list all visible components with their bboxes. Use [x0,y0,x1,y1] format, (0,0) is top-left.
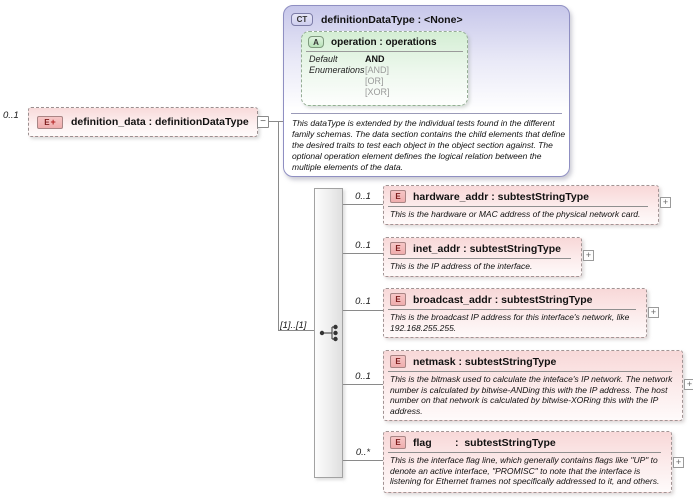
element-description: This is the broadcast IP address for thi… [390,312,630,333]
connector-line [343,310,383,311]
element-title: flag : subtestStringType [413,436,556,449]
connector-line [343,384,383,385]
expand-button-flag[interactable]: + [673,457,684,468]
element-box-flag[interactable]: E flag : subtestStringType This is the i… [383,431,672,493]
divider [388,309,636,310]
enumeration-value: [OR] [365,76,384,86]
sequence-icon [319,324,338,342]
enumeration-value: [AND] [365,65,390,75]
element-description: This is the interface flag line, which g… [390,455,660,486]
complex-type-title: definitionDataType : <None> [321,13,463,26]
element-title: netmask : subtestStringType [413,355,557,368]
connector-line [278,122,279,330]
expand-button-netmask[interactable]: + [684,379,693,390]
divider [306,51,463,52]
element-icon: E [390,293,406,306]
complex-type-description: This dataType is extended by the individ… [292,118,566,172]
divider [388,206,648,207]
connector-line [343,204,383,205]
element-icon: E+ [37,115,63,129]
element-title: definition_data : definitionDataType [71,116,249,128]
attribute-default-value: AND [365,54,385,64]
cardinality-label-flag: 0..* [355,447,371,458]
complex-type-icon: CT [291,13,313,26]
element-box-definition-data[interactable]: E+ definition_data : definitionDataType [28,107,258,137]
connector-line [269,121,283,122]
divider [291,113,562,114]
attribute-box-operation[interactable]: A operation : operations Default AND Enu… [301,31,468,106]
divider [388,258,571,259]
attribute-title: operation : operations [331,36,437,48]
enumeration-value: [XOR] [365,87,390,97]
attribute-enumerations-label: Enumerations [309,65,365,75]
divider [388,371,672,372]
element-title: inet_addr : subtestStringType [413,242,561,255]
cardinality-label-netmask: 0..1 [355,371,371,382]
sequence-cardinality-label: [1]..[1] [280,320,307,331]
expand-button-hardware-addr[interactable]: + [660,197,671,208]
attribute-enumeration-values: [AND] [OR] [XOR] [365,65,390,98]
element-icon: E [390,190,406,203]
root-cardinality-label: 0..1 [3,110,19,121]
element-description: This is the IP address of the interface. [390,261,533,271]
element-box-hardware-addr[interactable]: E hardware_addr : subtestStringType This… [383,185,659,225]
divider [388,452,661,453]
complex-type-box[interactable]: CT definitionDataType : <None> A operati… [283,5,570,177]
sequence-compositor[interactable] [314,188,343,478]
element-title: hardware_addr : subtestStringType [413,190,590,203]
element-description: This is the hardware or MAC address of t… [390,209,641,219]
cardinality-label-hardware-addr: 0..1 [355,191,371,202]
element-box-broadcast-addr[interactable]: E broadcast_addr : subtestStringType Thi… [383,288,647,338]
element-box-inet-addr[interactable]: E inet_addr : subtestStringType This is … [383,237,582,277]
attribute-default-label: Default [309,54,338,64]
element-icon: E [390,436,406,449]
element-description: This is the bitmask used to calculate th… [390,374,673,416]
expand-button-inet-addr[interactable]: + [583,250,594,261]
connector-line [343,460,383,461]
attribute-icon: A [308,36,324,48]
element-icon: E [390,355,406,368]
connector-line [343,253,383,254]
collapse-button[interactable]: − [257,116,269,128]
cardinality-label-broadcast-addr: 0..1 [355,296,371,307]
connector-line [278,330,314,331]
expand-button-broadcast-addr[interactable]: + [648,307,659,318]
element-icon: E [390,242,406,255]
element-title: broadcast_addr : subtestStringType [413,293,593,306]
element-box-netmask[interactable]: E netmask : subtestStringType This is th… [383,350,683,421]
cardinality-label-inet-addr: 0..1 [355,240,371,251]
